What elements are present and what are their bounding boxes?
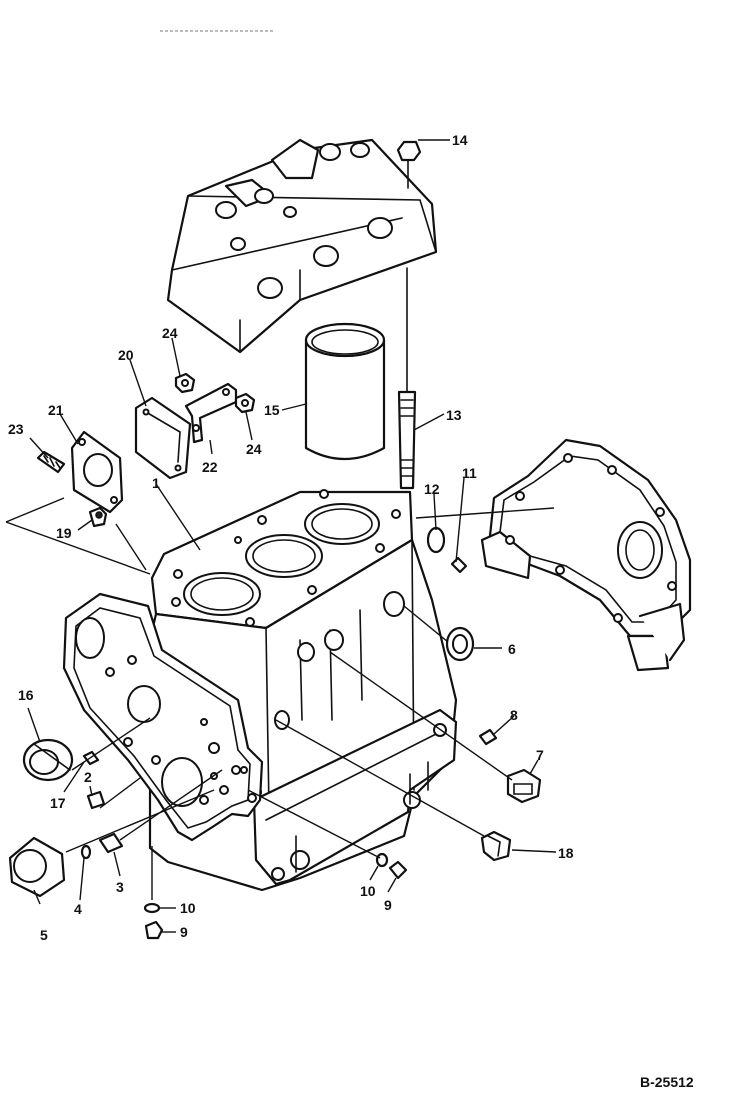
callouts: 14 15 13 24 20 22 24 21 23 19 1 11 12 6 … [8,132,574,943]
callout-9-bottom: 9 [180,924,188,940]
seal-ring [426,526,446,554]
callout-7: 7 [536,747,544,763]
dowel-pin [450,556,468,574]
callout-13: 13 [446,407,462,423]
callout-10-bottom: 10 [180,900,196,916]
bolt-9-bottom [144,920,164,940]
washer-4 [80,844,92,860]
callout-23: 23 [8,421,24,437]
callout-20: 20 [118,347,134,363]
callout-3: 3 [116,879,124,895]
plug-18 [480,830,512,862]
callout-4: 4 [74,901,82,917]
callout-22: 22 [202,459,218,475]
drain-plug-7 [506,768,542,804]
head-bolt [396,140,422,490]
callout-10-right: 10 [360,883,376,899]
oil-seal-5 [8,836,66,898]
figure-code: B-25512 [640,1074,694,1090]
bracket [184,382,238,444]
callout-19: 19 [56,525,72,541]
stud-bolt [36,450,66,474]
callout-6: 6 [508,641,516,657]
callout-9-right: 9 [384,897,392,913]
callout-24-lower: 24 [246,441,262,457]
callout-11: 11 [462,465,477,481]
pin-2 [86,790,106,810]
bolt-9-right [388,860,408,880]
washer-10-right [375,852,389,868]
leader-lines [5,139,557,933]
front-gear-case [62,592,264,842]
callout-8: 8 [510,707,518,723]
oil-seal [445,626,475,662]
callout-18: 18 [558,845,574,861]
callout-5: 5 [40,927,48,943]
callout-21: 21 [48,402,64,418]
callout-12: 12 [424,481,440,497]
gasket-plate [70,430,124,514]
callout-1: 1 [152,475,160,491]
plug-small [88,506,108,528]
front-seal-16 [22,738,74,782]
sleeve-3 [98,832,124,854]
nut-upper [174,372,196,394]
callout-2: 2 [84,769,92,785]
callout-17: 17 [50,795,66,811]
callout-15: 15 [264,402,280,418]
bolt-8 [478,728,498,746]
side-cover-plate [134,396,192,480]
callout-24-upper: 24 [162,325,178,341]
callout-14: 14 [452,132,468,148]
washer-10-bottom [143,902,161,914]
cylinder-liner [304,322,386,461]
flywheel-housing [480,438,692,672]
nut-lower [234,392,256,414]
cylinder-head [166,138,438,354]
callout-16: 16 [18,687,34,703]
